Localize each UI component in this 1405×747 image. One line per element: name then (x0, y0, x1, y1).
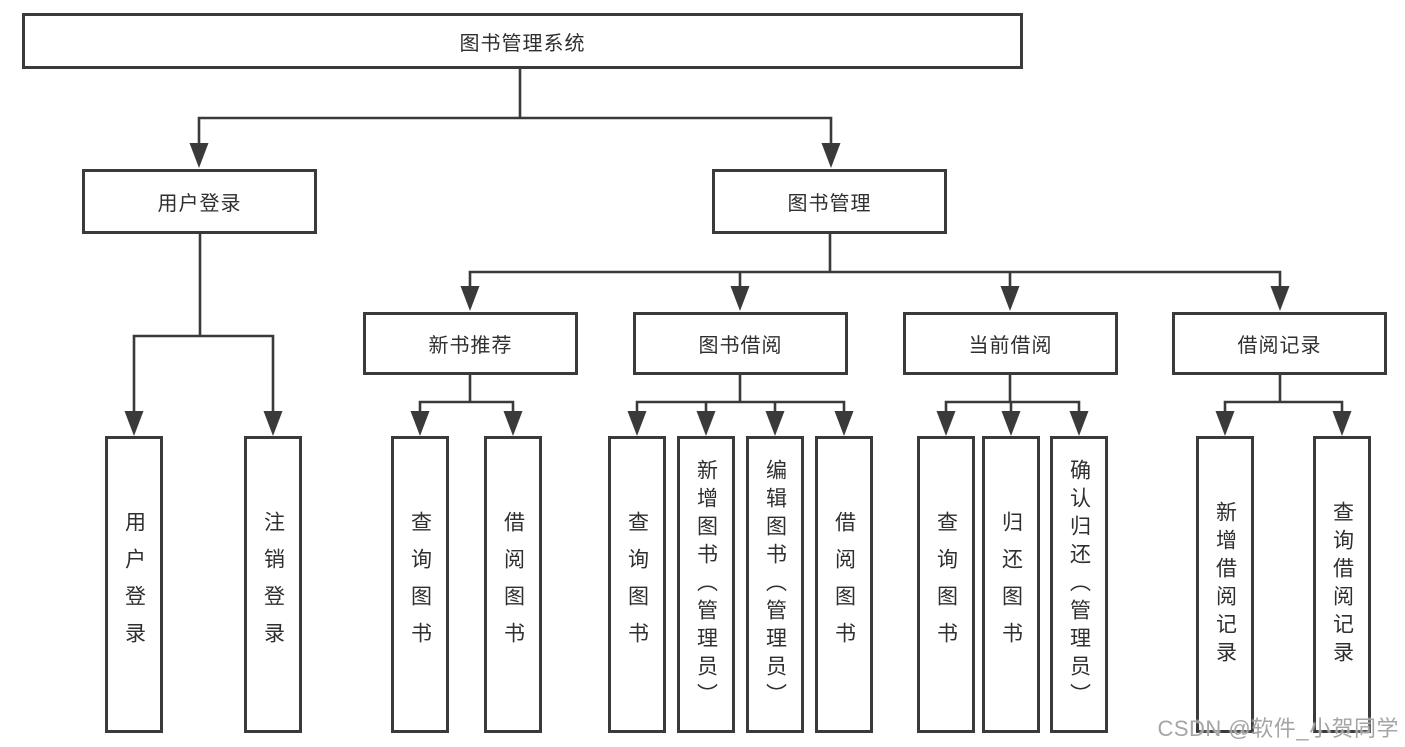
connector-root-to-level2 (197, 66, 833, 150)
node-library-management-system: 图书管理系统 (22, 13, 1023, 69)
arrowhead-icon (189, 143, 209, 168)
node-label: 查询图书 (934, 510, 958, 659)
arrowhead-icon (1270, 286, 1290, 311)
arrowhead-icon (1000, 286, 1020, 311)
node-label: 新增借阅记录 (1213, 500, 1237, 669)
node-label: 新增图书（管理员） (694, 458, 718, 711)
csdn-watermark: CSDN @软件_小贺同学 (1157, 716, 1399, 741)
connector-borrowing-to-leaves (635, 373, 846, 418)
node-query-books-recommend: 查询图书 (391, 436, 449, 733)
node-logout: 注销登录 (244, 436, 302, 733)
node-label: 查询图书 (625, 510, 649, 659)
node-user-login-branch: 用户登录 (82, 169, 317, 234)
node-label: 编辑图书（管理员） (763, 458, 787, 711)
node-label: 借阅图书 (501, 510, 525, 659)
node-user-login: 用户登录 (105, 436, 163, 733)
node-label: 图书管理系统 (459, 32, 586, 55)
arrowhead-icon (410, 411, 430, 436)
connector-current-to-leaves (944, 373, 1081, 418)
arrowhead-icon (821, 143, 841, 168)
node-label: 用户登录 (122, 510, 146, 659)
node-book-borrowing: 图书借阅 (633, 312, 848, 375)
node-current-borrowing: 当前借阅 (903, 312, 1118, 375)
connector-userlogin-to-leaves (132, 231, 275, 418)
arrowhead-icon (627, 411, 647, 436)
arrowhead-icon (503, 411, 523, 436)
node-query-books-current: 查询图书 (917, 436, 975, 733)
node-borrow-books-recommend: 借阅图书 (484, 436, 542, 733)
arrowhead-icon (1215, 411, 1235, 436)
node-add-book-admin: 新增图书（管理员） (677, 436, 735, 733)
node-edit-book-admin: 编辑图书（管理员） (746, 436, 804, 733)
arrowhead-icon (730, 286, 750, 311)
node-label: 用户登录 (157, 193, 242, 215)
arrowhead-icon (765, 411, 785, 436)
node-add-borrow-record: 新增借阅记录 (1196, 436, 1254, 733)
arrowhead-icon (124, 411, 144, 436)
connector-recommend-to-leaves (418, 373, 515, 418)
node-confirm-return-admin: 确认归还（管理员） (1050, 436, 1108, 733)
connector-records-to-leaves (1223, 373, 1344, 418)
node-label: 当前借阅 (968, 335, 1053, 357)
node-label: 新书推荐 (428, 335, 513, 357)
arrowheads (124, 143, 1352, 436)
arrowhead-icon (1069, 411, 1089, 436)
node-label: 图书借阅 (698, 335, 783, 357)
arrowhead-icon (834, 411, 854, 436)
arrowhead-icon (460, 286, 480, 311)
connector-bookmgmt-to-level3 (468, 231, 1282, 293)
node-book-management-branch: 图书管理 (712, 169, 947, 234)
arrowhead-icon (1332, 411, 1352, 436)
arrowhead-icon (263, 411, 283, 436)
node-label: 借阅图书 (832, 510, 856, 659)
node-label: 查询借阅记录 (1330, 500, 1354, 669)
node-query-books-borrowing: 查询图书 (608, 436, 666, 733)
node-label: 借阅记录 (1237, 335, 1322, 357)
node-new-book-recommendation: 新书推荐 (363, 312, 578, 375)
node-return-books: 归还图书 (982, 436, 1040, 733)
node-label: 归还图书 (999, 510, 1023, 659)
node-query-borrow-record: 查询借阅记录 (1313, 436, 1371, 733)
node-label: 查询图书 (408, 510, 432, 659)
node-borrowing-records: 借阅记录 (1172, 312, 1387, 375)
node-label: 确认归还（管理员） (1067, 458, 1091, 711)
node-label: 注销登录 (261, 510, 285, 659)
arrowhead-icon (696, 411, 716, 436)
arrowhead-icon (1001, 411, 1021, 436)
arrowhead-icon (936, 411, 956, 436)
node-label: 图书管理 (787, 193, 872, 215)
node-borrow-books-borrowing: 借阅图书 (815, 436, 873, 733)
